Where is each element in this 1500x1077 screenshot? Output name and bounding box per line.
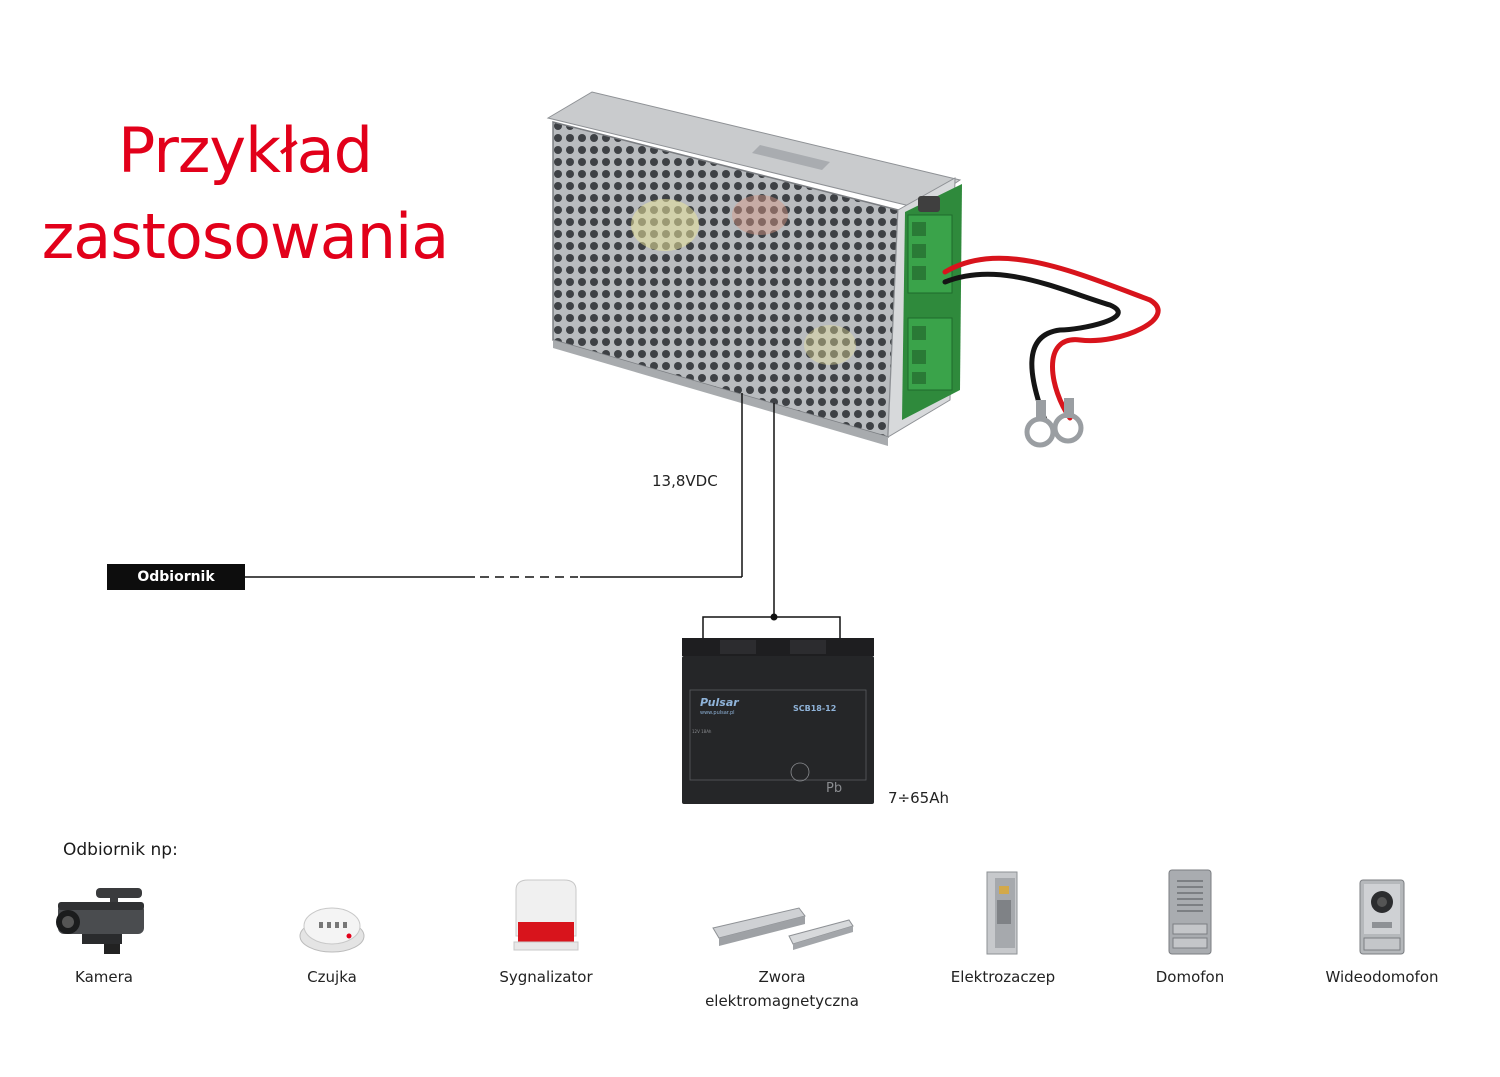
title-line-2: zastosowania — [41, 200, 450, 273]
device-label: Wideodomofon — [1325, 968, 1439, 986]
magnetic-lock-icon — [712, 907, 854, 950]
device-intercom: Domofon — [1105, 868, 1275, 989]
device-video-intercom: Wideodomofon — [1297, 868, 1467, 989]
wiring-diagram: Pulsar www.pulsar.pl SCB18-12 12V 18Ah P… — [245, 91, 1161, 804]
battery-brand: Pulsar — [700, 696, 739, 709]
device-magnetic-lock: Zwora elektromagnetyczna — [697, 868, 867, 1013]
device-siren: Sygnalizator — [461, 868, 631, 989]
receiver-box: Odbiornik — [107, 564, 245, 590]
battery-rating: 12V 18Ah — [692, 729, 712, 734]
battery-website: www.pulsar.pl — [700, 710, 735, 716]
battery-icon: Pulsar www.pulsar.pl SCB18-12 12V 18Ah P… — [682, 638, 874, 804]
camera-icon — [56, 888, 144, 954]
page-title: Przykład zastosowania — [40, 108, 450, 280]
title-line-1: Przykład — [118, 114, 373, 187]
video-intercom-icon — [1359, 879, 1405, 955]
battery-model: SCB18-12 — [793, 704, 836, 713]
electric-strike-icon — [986, 871, 1018, 955]
device-label: Sygnalizator — [499, 968, 593, 986]
junction-dot — [770, 613, 778, 621]
device-camera: Kamera — [19, 868, 189, 989]
device-label: Elektrozaczep — [950, 968, 1056, 986]
smoke-detector-icon — [299, 907, 365, 953]
siren-icon — [513, 879, 579, 951]
device-smoke-detector: Czujka — [247, 868, 417, 989]
examples-title: Odbiornik np: — [63, 840, 178, 860]
battery-pb-mark: Pb — [826, 781, 842, 796]
device-electric-strike: Elektrozaczep — [918, 868, 1088, 989]
intercom-icon — [1168, 869, 1212, 955]
capacity-label: 7÷65Ah — [888, 789, 949, 807]
connection-lines — [245, 393, 841, 640]
battery-cable-icon — [942, 255, 1161, 448]
device-label: Zwora elektromagnetyczna — [705, 968, 859, 1010]
device-label: Domofon — [1155, 968, 1225, 986]
voltage-label: 13,8VDC — [652, 472, 718, 490]
device-label: Kamera — [75, 968, 133, 986]
power-supply-icon — [546, 91, 962, 446]
device-label: Czujka — [307, 968, 357, 986]
